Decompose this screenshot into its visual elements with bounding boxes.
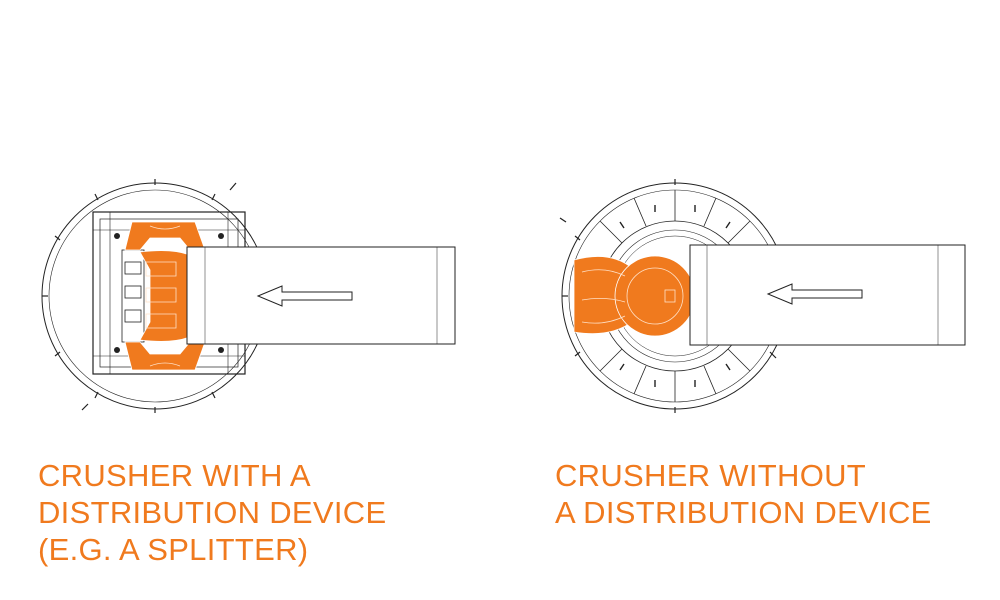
caption-without-distribution-device: CRUSHER WITHOUT A DISTRIBUTION DEVICE: [555, 457, 932, 531]
caption-left-line-1: CRUSHER WITH A: [38, 458, 311, 493]
right-orange-rotor: [573, 255, 696, 337]
left-feed-arrow: [256, 285, 353, 307]
right-ring-segments: [599, 190, 751, 402]
right-feed-arrow: [766, 283, 863, 305]
caption-with-distribution-device: CRUSHER WITH A DISTRIBUTION DEVICE (E.G.…: [38, 457, 386, 568]
caption-right-line-2: A DISTRIBUTION DEVICE: [555, 495, 932, 530]
crusher-with-splitter-drawing: [41, 179, 269, 413]
caption-right-line-1: CRUSHER WITHOUT: [555, 458, 867, 493]
caption-left-line-2: DISTRIBUTION DEVICE: [38, 495, 387, 530]
right-ring-bolts: [559, 179, 777, 413]
right-segment-slots: [619, 205, 731, 387]
caption-left-line-3: (E.G. A SPLITTER): [38, 532, 309, 567]
left-splitter-chutes: [121, 249, 145, 343]
left-ring-bolts: [42, 179, 237, 413]
